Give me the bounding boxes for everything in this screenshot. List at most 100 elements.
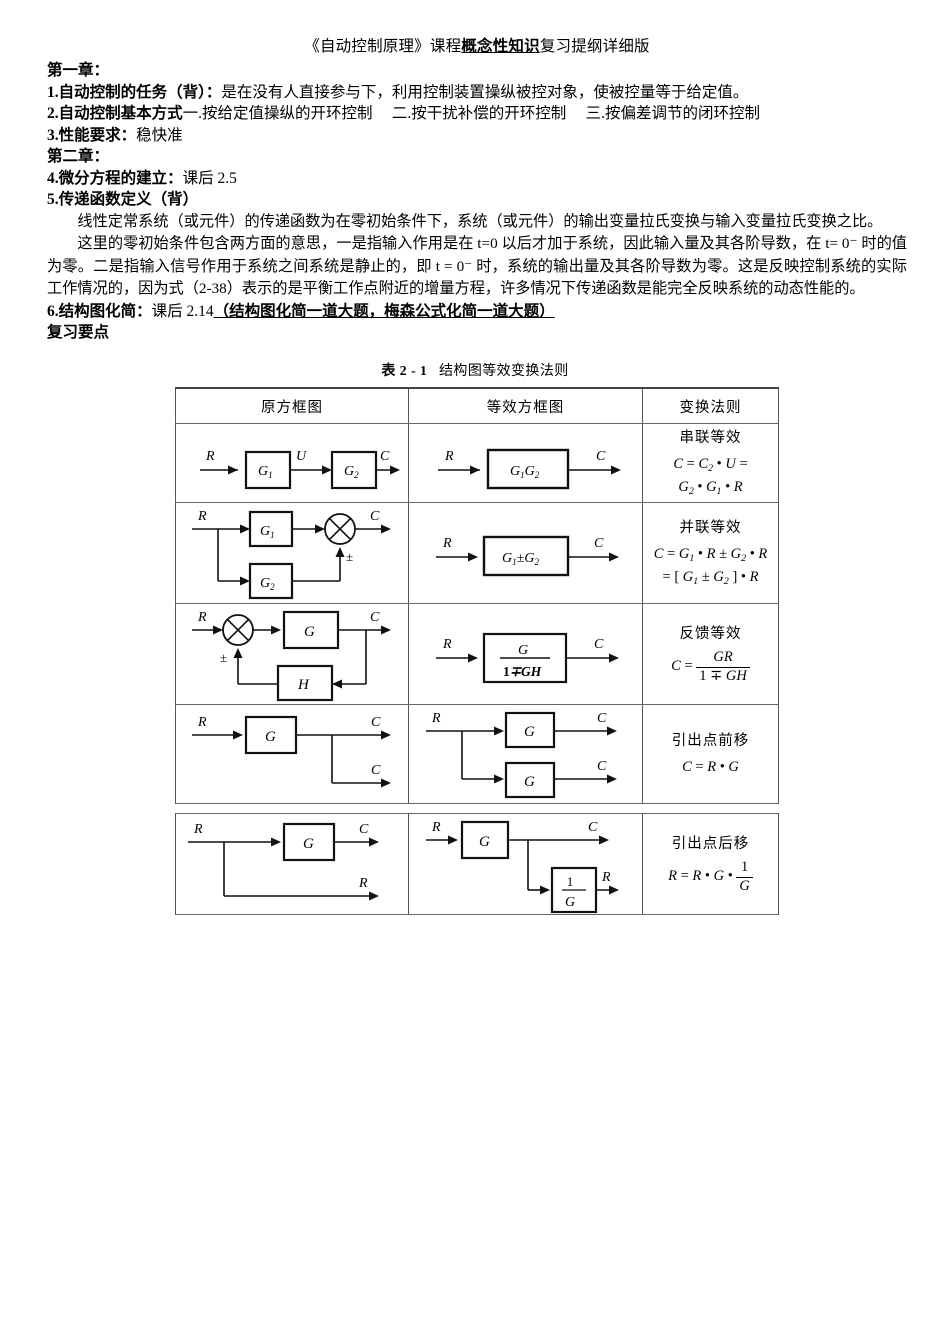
diagram-feedback-original: R G H ± C bbox=[191, 610, 391, 702]
column-header-original: 原方框图 bbox=[175, 387, 409, 424]
table-row: R G1 G2 ± C bbox=[175, 502, 779, 604]
table-header-row: 原方框图 等效方框图 变换法则 bbox=[175, 387, 779, 424]
svg-text:C: C bbox=[359, 822, 369, 837]
rule-name-takeoff-forward: 引出点前移 bbox=[671, 732, 750, 749]
section-6-body: 课后 2.14 bbox=[151, 302, 214, 320]
svg-text:G1±G2: G1±G2 bbox=[502, 551, 539, 567]
table-row: R G C R bbox=[175, 813, 779, 915]
svg-text:R: R bbox=[193, 822, 203, 837]
svg-text:C: C bbox=[597, 711, 607, 726]
table-caption-number: 表 2 - 1 bbox=[381, 364, 428, 379]
svg-text:C: C bbox=[370, 509, 380, 524]
diagram-parallel-original: R G1 G2 ± C bbox=[191, 509, 391, 600]
table-section-gap bbox=[175, 803, 779, 814]
rule-equation-series-1: C = C2 • U = bbox=[673, 456, 748, 474]
gap-cell bbox=[642, 803, 779, 814]
rule-name-series: 串联等效 bbox=[679, 429, 742, 446]
svg-text:R: R bbox=[197, 509, 207, 524]
diagram-parallel-equivalent: R G1±G2 C bbox=[436, 535, 619, 577]
section-3: 3.性能要求：稳快准 bbox=[47, 125, 907, 147]
svg-text:R: R bbox=[601, 870, 611, 885]
review-heading: 复习要点 bbox=[47, 324, 110, 341]
diagram-takeoff-backward-equivalent: R G 1 G C R bbox=[426, 820, 619, 914]
svg-text:1: 1 bbox=[567, 874, 574, 889]
svg-text:R: R bbox=[442, 536, 452, 551]
diagram-feedback-equivalent: R G 1∓GH C bbox=[436, 632, 619, 684]
svg-text:R: R bbox=[444, 449, 454, 464]
section-3-body: 稳快准 bbox=[136, 126, 183, 144]
section-2-item-2: 二.按干扰补偿的开环控制 bbox=[391, 105, 567, 122]
section-1: 1.自动控制的任务（背）：是在没有人直接参与下，利用控制装置操纵被控对象，使被控… bbox=[47, 82, 907, 104]
section-4-number: 4. bbox=[47, 169, 59, 187]
svg-text:C: C bbox=[371, 715, 381, 730]
svg-text:C: C bbox=[594, 536, 604, 551]
page-title: 《自动控制原理》课程概念性知识复习提纲详细版 bbox=[47, 36, 907, 58]
diagram-series-original: R G1 U G2 C bbox=[199, 449, 400, 490]
paragraph-zero-initial-conditions: 这里的零初始条件包含两方面的意思，一是指输入作用是在 t=0 以后才加于系统，因… bbox=[47, 235, 907, 297]
title-emphasis: 概念性知识 bbox=[461, 38, 540, 55]
svg-text:G: G bbox=[524, 774, 535, 790]
svg-text:R: R bbox=[205, 449, 215, 464]
section-3-colon: ： bbox=[120, 126, 137, 144]
diagram-takeoff-forward-original: R G C C bbox=[191, 715, 391, 788]
cell-equivalent-takeoff-backward: R G 1 G C R bbox=[408, 813, 643, 915]
rule-name-feedback: 反馈等效 bbox=[679, 626, 742, 643]
cell-original-parallel: R G1 G2 ± C bbox=[175, 502, 409, 604]
section-6-label: 结构图化简 bbox=[58, 302, 137, 320]
column-header-rule: 变换法则 bbox=[642, 387, 779, 424]
table-row: R G C C bbox=[175, 704, 779, 804]
section-1-number: 1. bbox=[47, 83, 59, 101]
cell-original-series: R G1 U G2 C bbox=[175, 423, 409, 503]
svg-text:G: G bbox=[479, 834, 490, 850]
svg-text:G: G bbox=[304, 624, 315, 640]
svg-text:C: C bbox=[380, 449, 390, 464]
cell-equivalent-feedback: R G 1∓GH C bbox=[408, 603, 643, 705]
rule-name-parallel: 并联等效 bbox=[679, 519, 742, 536]
svg-text:±: ± bbox=[346, 549, 353, 564]
gap-cell bbox=[408, 803, 643, 814]
section-5: 5.传递函数定义（背） bbox=[47, 189, 907, 211]
title-prefix: 《自动控制原理》课程 bbox=[304, 38, 462, 55]
section-heading-ch2: 第二章： bbox=[47, 148, 110, 165]
svg-text:C: C bbox=[371, 763, 381, 778]
svg-text:G1G2: G1G2 bbox=[510, 464, 540, 480]
svg-text:C: C bbox=[596, 449, 606, 464]
rule-name-takeoff-backward: 引出点后移 bbox=[671, 836, 750, 853]
paragraph-transfer-function-definition: 线性定常系统（或元件）的传递函数为在零初始条件下，系统（或元件）的输出变量拉氏变… bbox=[77, 212, 883, 230]
cell-rule-takeoff-forward: 引出点前移 C = R • G bbox=[642, 704, 779, 804]
cell-original-takeoff-backward: R G C R bbox=[175, 813, 409, 915]
cell-original-takeoff-forward: R G C C bbox=[175, 704, 409, 804]
svg-text:G: G bbox=[518, 643, 528, 658]
rule-equation-series-2: G2 • G1 • R bbox=[678, 479, 743, 497]
cell-rule-parallel: 并联等效 C = G1 • R ± G2 • R = [ G1 ± G2 ] •… bbox=[642, 502, 779, 604]
cell-rule-series: 串联等效 C = C2 • U = G2 • G1 • R bbox=[642, 423, 779, 503]
section-5-number: 5. bbox=[47, 191, 59, 208]
section-2-item-3: 三.按偏差调节的闭环控制 bbox=[585, 105, 761, 122]
section-2-item-1: 一.按给定值操纵的开环控制 bbox=[182, 105, 373, 122]
svg-text:C: C bbox=[588, 820, 598, 835]
diagram-takeoff-forward-equivalent: R G G C C bbox=[426, 711, 617, 799]
text-content: 《自动控制原理》课程概念性知识复习提纲详细版 第一章： 1.自动控制的任务（背）… bbox=[47, 36, 907, 344]
svg-text:R: R bbox=[431, 711, 441, 726]
diagram-takeoff-backward-original: R G C R bbox=[187, 822, 379, 901]
cell-equivalent-series: R G1G2 C bbox=[408, 423, 643, 503]
svg-text:R: R bbox=[358, 876, 368, 891]
section-6-number: 6. bbox=[47, 302, 59, 320]
svg-text:R: R bbox=[431, 820, 441, 835]
section-2: 2.自动控制基本方式一.按给定值操纵的开环控制 二.按干扰补偿的开环控制 三.按… bbox=[47, 103, 907, 125]
table-row: R G1 U G2 C bbox=[175, 423, 779, 503]
block-diagram-equivalence-table: 原方框图 等效方框图 变换法则 bbox=[175, 387, 779, 915]
svg-text:R: R bbox=[442, 637, 452, 652]
cell-equivalent-takeoff-forward: R G G C C bbox=[408, 704, 643, 804]
section-heading-ch1: 第一章： bbox=[47, 62, 110, 79]
section-6: 6.结构图化简：课后 2.14（结构图化简一道大题，梅森公式化简一道大题） bbox=[47, 301, 907, 323]
svg-text:C: C bbox=[594, 637, 604, 652]
svg-text:1∓GH: 1∓GH bbox=[503, 664, 542, 679]
table-caption-text: 结构图等效变换法则 bbox=[439, 364, 569, 379]
svg-text:G: G bbox=[265, 729, 276, 745]
section-6-note: （结构图化简一道大题，梅森公式化简一道大题） bbox=[213, 302, 555, 320]
rule-equation-takeoff-forward: C = R • G bbox=[682, 759, 739, 775]
section-2-label: 自动控制基本方式 bbox=[58, 105, 183, 122]
